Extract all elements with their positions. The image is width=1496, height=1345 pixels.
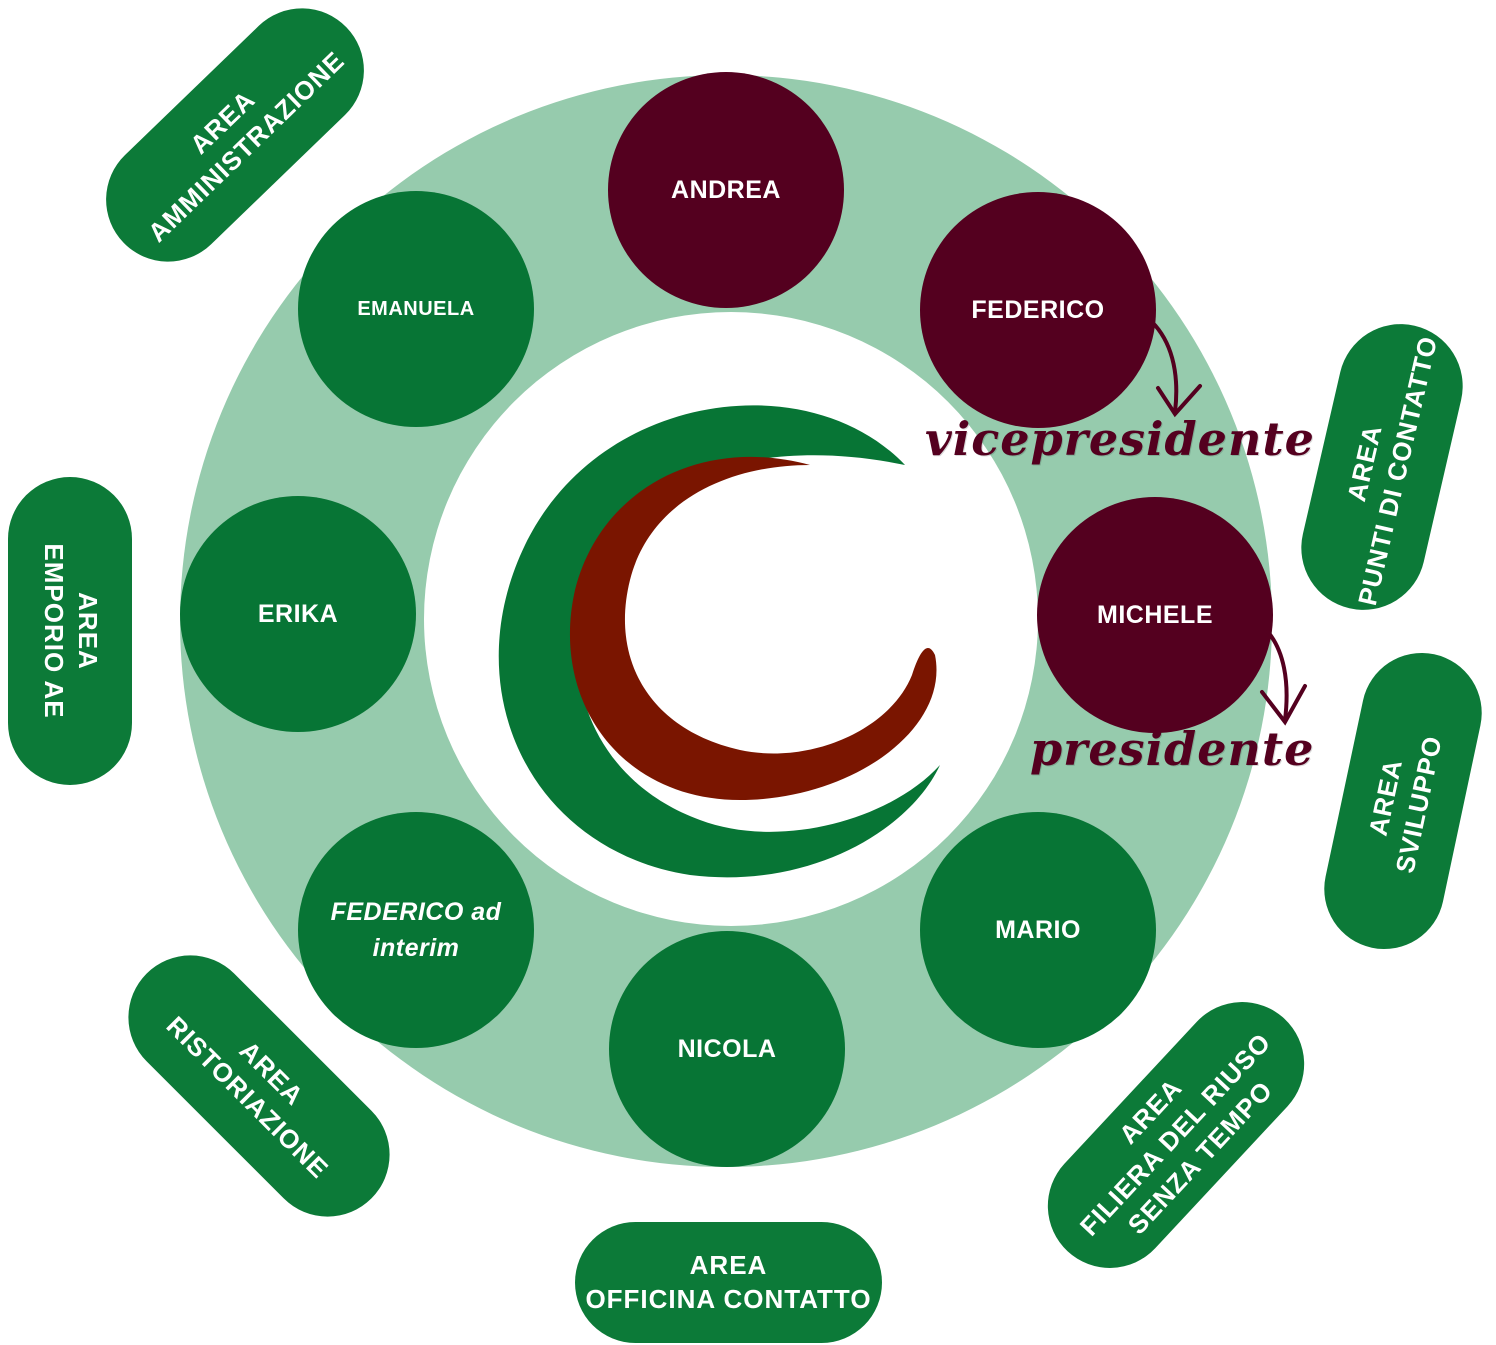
association-logo (498, 405, 940, 878)
area-amministrazione-line2: AMMINISTRAZIONE (141, 45, 351, 248)
area-sviluppo: AREA SVILUPPO (1313, 641, 1493, 961)
role-vicepresident: vicepresidente (925, 412, 1315, 466)
area-officina-line2: OFFICINA CONTATTO (585, 1283, 872, 1314)
member-erika: ERIKA (180, 496, 416, 732)
member-nicola-name: NICOLA (677, 1034, 777, 1063)
area-emporio: AREA EMPORIO AE (8, 477, 132, 785)
role-vicepresident-label: vicepresidente (925, 412, 1315, 466)
role-president-label: presidente (1030, 722, 1315, 776)
member-federico-interim: FEDERICO ad interim (298, 812, 534, 1048)
member-andrea: ANDREA (608, 72, 844, 308)
area-ristoriazione-line2: RISTORIAZIONE (160, 1010, 335, 1185)
logo-red-crescent (569, 456, 937, 800)
area-emporio-line1: AREA (72, 592, 103, 670)
member-federico: FEDERICO (920, 192, 1156, 428)
role-president: presidente (1030, 722, 1314, 776)
member-federico-name: FEDERICO (971, 295, 1105, 324)
member-federico-interim-name: FEDERICO ad interim (330, 897, 502, 962)
member-emanuela-name: EMANUELA (357, 297, 475, 320)
member-andrea-name: ANDREA (671, 175, 781, 204)
area-officina: AREA OFFICINA CONTATTO (575, 1222, 882, 1343)
member-michele-name: MICHELE (1097, 600, 1213, 629)
member-erika-name: ERIKA (257, 599, 339, 628)
president-arrowhead (1260, 684, 1307, 726)
member-nicola: NICOLA (609, 931, 845, 1167)
area-emporio-line2: EMPORIO AE (39, 543, 69, 719)
area-punti-contatto: AREA PUNTI DI CONTATTO (1288, 311, 1476, 623)
member-michele: MICHELE (1037, 497, 1273, 733)
area-officina-line1: AREA (689, 1249, 768, 1280)
member-mario-name: MARIO (995, 915, 1081, 944)
area-filiera-line2: FILIERA DEL RIUSO (1073, 1027, 1277, 1242)
member-emanuela: EMANUELA (298, 191, 534, 427)
member-mario: MARIO (920, 812, 1156, 1048)
